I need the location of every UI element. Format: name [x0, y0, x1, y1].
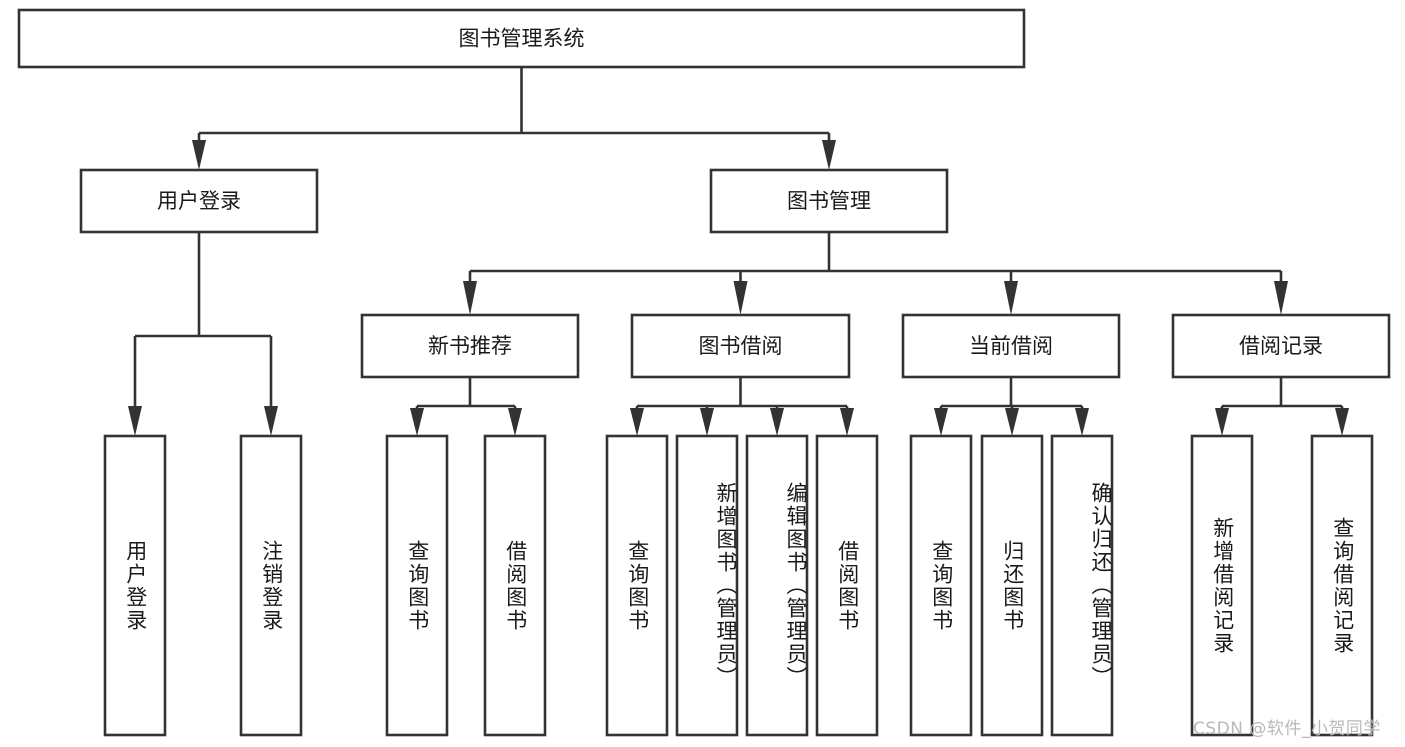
node-borrow-record-label: 借阅记录: [1239, 334, 1323, 358]
node-borrow-record-box[interactable]: [1171, 313, 1391, 379]
arrow-head-leaf-return-book: [1005, 408, 1019, 436]
node-root[interactable]: 图书管理系统: [17, 8, 1026, 69]
node-book-management[interactable]: 图书管理: [709, 168, 949, 234]
node-root-box[interactable]: [17, 8, 1026, 69]
arrow-head-leaf-query-book-current: [934, 408, 948, 436]
arrow-head-leaf-query-book-borrow: [630, 408, 644, 436]
node-borrow-record[interactable]: 借阅记录: [1171, 313, 1391, 379]
csdn-watermark: CSDN @软件_小贺同学: [1193, 719, 1381, 739]
leaf-borrow-book-box[interactable]: [815, 434, 879, 737]
arrow-head-leaf-borrow-book: [840, 408, 854, 436]
leaf-return-book-box[interactable]: [980, 434, 1044, 737]
leaf-add-book-admin-box[interactable]: [675, 434, 739, 737]
leaf-edit-book-admin-box[interactable]: [745, 434, 809, 737]
connector-group-new-book-recommend-to-leaves: [410, 377, 522, 436]
node-user-login-box[interactable]: [79, 168, 319, 234]
node-new-book-recommend[interactable]: 新书推荐: [360, 313, 580, 379]
leaf-query-book-recommend-box[interactable]: [385, 434, 449, 737]
arrow-head-leaf-edit-book-admin: [770, 408, 784, 436]
leaf-logout-login-box[interactable]: [239, 434, 303, 737]
node-book-borrow-label: 图书借阅: [699, 334, 783, 358]
connector-group-user-login-to-leaves: [128, 232, 278, 436]
node-root-label: 图书管理系统: [459, 27, 585, 51]
leaf-add-borrow-record-box[interactable]: [1190, 434, 1254, 737]
connector-group-current-borrow-to-leaves: [934, 377, 1089, 436]
arrow-head-leaf-borrow-book-recommend: [508, 408, 522, 436]
node-new-book-recommend-label: 新书推荐: [428, 334, 512, 358]
arrow-head-leaf-query-borrow-record: [1335, 408, 1349, 436]
leaf-query-book-borrow-box[interactable]: [605, 434, 669, 737]
node-current-borrow-label: 当前借阅: [969, 334, 1053, 358]
node-book-management-label: 图书管理: [787, 189, 871, 213]
connector-group-root-to-level2: [192, 67, 836, 170]
leaf-borrow-book-recommend-box[interactable]: [483, 434, 547, 737]
node-book-borrow[interactable]: 图书借阅: [630, 313, 851, 379]
node-current-borrow[interactable]: 当前借阅: [901, 313, 1121, 379]
arrow-head-new-book-recommend: [463, 281, 477, 315]
node-user-login-label: 用户登录: [157, 189, 241, 213]
arrow-head-user-login: [192, 140, 206, 170]
arrow-head-leaf-logout-login: [264, 406, 278, 436]
connector-group-book-borrow-to-leaves: [630, 377, 854, 436]
node-book-management-box[interactable]: [709, 168, 949, 234]
node-current-borrow-box[interactable]: [901, 313, 1121, 379]
arrow-head-book-borrow: [733, 281, 748, 315]
leaf-query-borrow-record-box[interactable]: [1310, 434, 1374, 737]
connector-group-book-management-to-level3: [463, 232, 1288, 315]
arrow-head-borrow-record: [1274, 281, 1288, 315]
arrow-head-leaf-add-book-admin: [700, 408, 714, 436]
arrow-head-book-management: [822, 140, 836, 170]
node-new-book-recommend-box[interactable]: [360, 313, 580, 379]
arrow-head-current-borrow: [1004, 281, 1018, 315]
arrow-head-leaf-confirm-return-admin: [1075, 408, 1089, 436]
node-book-borrow-box[interactable]: [630, 313, 851, 379]
node-user-login[interactable]: 用户登录: [79, 168, 319, 234]
leaf-query-book-current-box[interactable]: [909, 434, 973, 737]
arrow-head-leaf-user-login: [128, 406, 142, 436]
leaf-confirm-return-admin-box[interactable]: [1050, 434, 1114, 737]
connector-group-borrow-record-to-leaves: [1215, 377, 1349, 436]
arrow-head-leaf-add-borrow-record: [1215, 408, 1229, 436]
leaf-boxes: [103, 434, 1374, 737]
arrow-head-leaf-query-book-recommend: [410, 408, 424, 436]
leaf-user-login-box[interactable]: [103, 434, 167, 737]
